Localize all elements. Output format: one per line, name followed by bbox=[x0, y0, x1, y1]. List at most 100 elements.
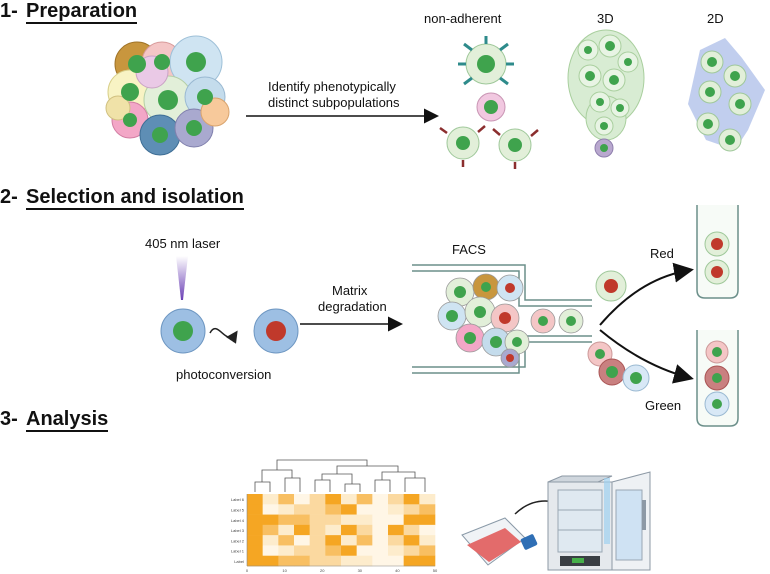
heatmap-cell bbox=[403, 545, 420, 557]
heatmap-cell bbox=[419, 504, 436, 515]
heatmap-cell bbox=[341, 504, 357, 515]
heatmap-cell bbox=[309, 535, 326, 546]
heatmap-cell bbox=[419, 555, 436, 567]
heatmap-cell bbox=[325, 524, 342, 536]
heatmap-cell bbox=[262, 494, 279, 505]
heatmap-cell bbox=[262, 504, 279, 515]
culture-flask bbox=[461, 517, 538, 566]
heatmap-cell bbox=[419, 524, 436, 536]
sorted-cells bbox=[587, 270, 650, 392]
green-sort-arrow bbox=[599, 329, 694, 384]
heatmap-cell bbox=[403, 524, 420, 536]
heatmap-cell bbox=[294, 494, 310, 505]
heatmap-cell bbox=[403, 555, 420, 567]
heatmap-cell bbox=[403, 494, 420, 505]
heatmap-cell bbox=[278, 514, 295, 526]
step-number: 1- bbox=[0, 0, 18, 22]
heatmap-cell bbox=[309, 545, 326, 557]
heatmap-cell bbox=[356, 555, 373, 567]
heatmap-row-label: Label 5 bbox=[231, 507, 245, 512]
step-number: 2- bbox=[0, 186, 18, 208]
heatmap-cell bbox=[247, 514, 263, 526]
heatmap-row-label: Label 4 bbox=[231, 518, 245, 523]
heatmap-cell bbox=[278, 555, 295, 567]
laser-beam bbox=[176, 256, 188, 300]
heatmap-cell bbox=[278, 504, 295, 515]
step-1-header: 1-Preparation bbox=[0, 0, 138, 24]
culture-label-3d: 3D bbox=[597, 11, 614, 26]
heatmap-cell bbox=[341, 494, 357, 505]
heatmap-cell bbox=[247, 524, 263, 536]
heatmap-cell bbox=[372, 494, 389, 505]
heatmap-cell bbox=[419, 545, 436, 557]
heatmap-row-label: Label 2 bbox=[231, 538, 245, 543]
heatmap-cell bbox=[294, 535, 310, 546]
red-tube bbox=[696, 205, 739, 299]
heatmap-cell bbox=[278, 524, 295, 536]
heatmap-cell bbox=[247, 494, 263, 505]
facs-cells bbox=[437, 273, 584, 368]
matrix-label-2: degradation bbox=[318, 299, 387, 314]
heatmap-x-tick: 20 bbox=[320, 568, 325, 573]
heatmap-cell bbox=[294, 555, 310, 567]
heatmap-cell bbox=[309, 504, 326, 515]
incubator bbox=[547, 471, 651, 571]
2d-culture bbox=[688, 38, 765, 152]
heatmap-row-label: Label 1 bbox=[231, 549, 245, 554]
red-sort-arrow bbox=[599, 262, 694, 326]
heatmap-cell bbox=[278, 535, 295, 546]
step-3-header: 3-Analysis bbox=[0, 408, 109, 432]
heatmap-cell bbox=[372, 545, 389, 557]
matrix-label-1: Matrix bbox=[332, 283, 368, 298]
tumor-cell-cluster bbox=[105, 35, 230, 156]
culture-label-non-adherent: non-adherent bbox=[424, 11, 502, 26]
heatmap-x-tick: 10 bbox=[282, 568, 287, 573]
heatmap-cell bbox=[325, 545, 342, 557]
heatmap-cell bbox=[309, 524, 326, 536]
heatmap-cell bbox=[372, 524, 389, 536]
heatmap-cell bbox=[388, 504, 404, 515]
step-title: Selection and isolation bbox=[26, 186, 244, 210]
heatmap-cell bbox=[294, 504, 310, 515]
heatmap-cell bbox=[262, 535, 279, 546]
heatmap-cell bbox=[294, 524, 310, 536]
heatmap-cell bbox=[356, 535, 373, 546]
heatmap-cell bbox=[247, 535, 263, 546]
heatmap-cell bbox=[372, 514, 389, 526]
heatmap-cell bbox=[356, 504, 373, 515]
heatmap-cell bbox=[419, 514, 436, 526]
heatmap-cell bbox=[403, 514, 420, 526]
heatmap-cell bbox=[419, 535, 436, 546]
sort-label-green: Green bbox=[645, 398, 682, 413]
laser-label: 405 nm laser bbox=[145, 236, 221, 251]
heatmap-cell bbox=[356, 494, 373, 505]
heatmap-grid bbox=[247, 494, 436, 567]
heatmap-cell bbox=[262, 545, 279, 557]
heatmap-cell bbox=[388, 524, 404, 536]
heatmap-cell bbox=[403, 535, 420, 546]
heatmap-axes bbox=[246, 494, 435, 567]
heatmap-row-label: Label 3 bbox=[231, 528, 245, 533]
heatmap-cell bbox=[325, 504, 342, 515]
heatmap-cell bbox=[325, 514, 342, 526]
green-tube bbox=[696, 330, 739, 427]
heatmap-cell bbox=[278, 494, 295, 505]
heatmap-x-tick: 40 bbox=[395, 568, 400, 573]
heatmap-cell bbox=[341, 535, 357, 546]
heatmap-row-label: Label bbox=[234, 559, 244, 564]
heatmap-cell bbox=[309, 555, 326, 567]
heatmap-cell bbox=[372, 555, 389, 567]
heatmap-cell bbox=[356, 545, 373, 557]
heatmap-cell bbox=[388, 494, 404, 505]
heatmap-cell bbox=[403, 504, 420, 515]
step-2-header: 2- Selection and isolation bbox=[0, 186, 244, 210]
heatmap-cell bbox=[309, 494, 326, 505]
heatmap-cell bbox=[278, 545, 295, 557]
heatmap-cell bbox=[247, 555, 263, 567]
facs-chamber bbox=[412, 264, 592, 374]
photoconversion-cells bbox=[160, 308, 299, 354]
heatmap-x-tick: 0 bbox=[246, 568, 249, 573]
heatmap-cell bbox=[356, 514, 373, 526]
